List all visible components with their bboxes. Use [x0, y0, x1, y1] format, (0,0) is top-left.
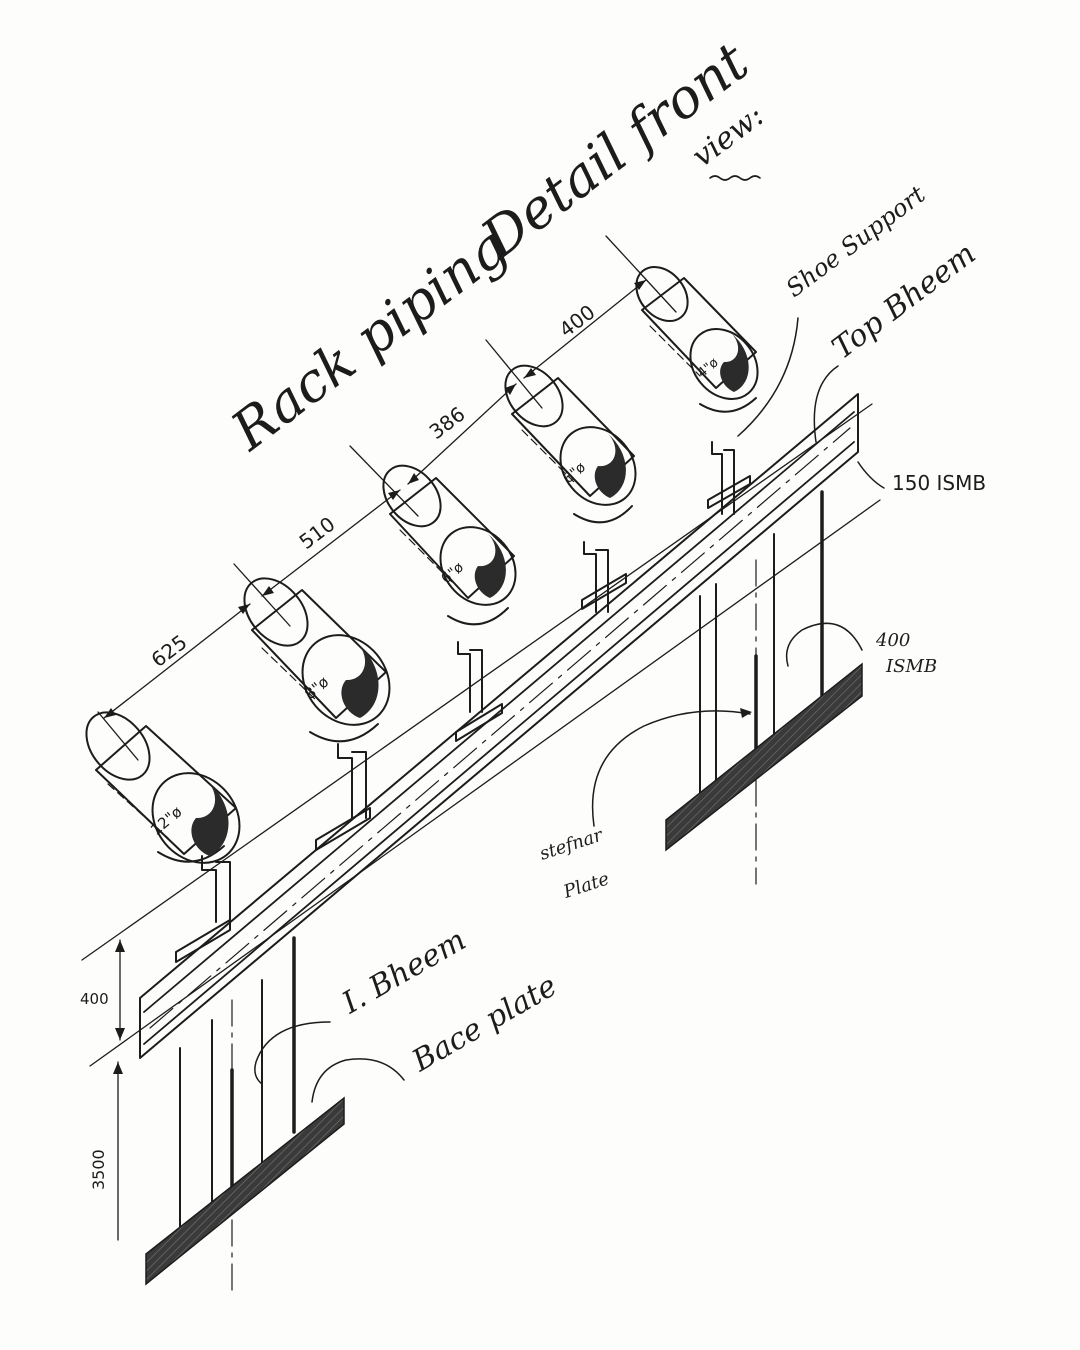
column-back: [665, 490, 863, 885]
top-beam-section-label: 150 ISMB: [892, 471, 986, 495]
top-beam: [81, 393, 881, 1067]
vertical-dimensions: 400 3500: [80, 939, 125, 1241]
shoe-support: [457, 641, 483, 713]
pipe-6-inch-b: 6"ø: [504, 364, 637, 613]
spacing-label: 625: [147, 630, 192, 672]
dimension-line: [407, 383, 517, 485]
leader-line: [813, 365, 839, 443]
leader-line: [737, 317, 799, 437]
pipe-group: 12"ø 8"ø 6"ø: [85, 266, 759, 963]
column-section-label-2: ISMB: [885, 656, 937, 677]
pipe-saddle: [309, 723, 379, 743]
pipe-6-inch-a: 6"ø: [382, 464, 517, 742]
top-beam-body: [139, 393, 859, 1059]
column-section-label-1: 400: [875, 630, 910, 651]
beam-depth-label: 400: [80, 990, 109, 1008]
reference-line: [89, 499, 881, 1067]
base-plate-label: Bace plate: [406, 968, 563, 1079]
pipe-end: [504, 364, 564, 428]
pipe-12-inch: 12"ø: [85, 711, 241, 963]
shoe-base: [455, 703, 503, 742]
shoe-base: [315, 807, 371, 851]
spacing-label: 386: [425, 402, 470, 444]
pipe-hidden-line: [649, 325, 701, 377]
dimension-line: [261, 489, 401, 597]
pipe-4-inch: 4"ø: [635, 266, 759, 515]
stiffener-label-2: Plate: [560, 868, 612, 903]
pipe-body: [511, 377, 635, 497]
shoe-base: [707, 475, 751, 509]
extension-line: [97, 711, 139, 761]
pipe-size-label: 8"ø: [301, 673, 332, 703]
pipe-size-label: 4"ø: [695, 355, 722, 381]
pipe-section-shading: [191, 782, 229, 856]
pipe-saddle: [573, 505, 633, 524]
spacing-label: 400: [555, 300, 600, 342]
dimension-line: [523, 279, 647, 379]
pipe-size-label: 6"ø: [560, 459, 589, 487]
title-underline: [709, 175, 761, 181]
title: Rack piping Detail front view:: [219, 30, 771, 463]
pipe-end: [382, 464, 442, 528]
i-beam-label: I. Bheem: [336, 922, 472, 1021]
pipe-end: [635, 266, 689, 322]
leader-line: [857, 461, 885, 489]
pipe-end: [243, 577, 309, 647]
arrow-icon: [115, 940, 125, 1040]
pipe-section: [559, 426, 637, 506]
top-beam-centerline: [149, 427, 851, 1029]
pipe-hidden-line: [107, 783, 169, 839]
shoe-base: [581, 573, 627, 610]
leader-line: [311, 1058, 405, 1103]
pipe-8-inch: 8"ø: [243, 577, 391, 851]
pipe-section-shading: [341, 644, 379, 718]
pipe-section-shading: [720, 334, 749, 392]
pipe-size-label: 6"ø: [438, 559, 467, 587]
leader-line: [254, 1021, 331, 1085]
base-plate-back: [665, 662, 863, 852]
pipe-section: [151, 772, 241, 864]
top-beam-flange-line: [143, 441, 855, 1045]
pipe-section-shading: [474, 534, 506, 598]
pipe-saddle: [447, 607, 509, 626]
stiffener-label-1: stefnar: [537, 824, 606, 864]
pipe-section: [689, 328, 759, 400]
column-height-label: 3500: [89, 1149, 108, 1190]
base-plate-front: [145, 1096, 345, 1286]
shoe-support: [583, 541, 609, 613]
pipe-section-shading: [594, 434, 626, 498]
top-beam-flange-line: [143, 411, 855, 1013]
shoe-base: [175, 919, 231, 963]
column-front: [145, 936, 345, 1291]
reference-line: [81, 403, 873, 961]
leader-line: [785, 622, 863, 667]
arrow-icon: [740, 708, 752, 718]
leader-line: [591, 710, 751, 827]
pipe-hidden-line: [261, 647, 319, 703]
pipe-section: [301, 634, 391, 726]
extension-line: [233, 563, 291, 627]
pipe-end: [85, 711, 151, 781]
dimension-line: [103, 603, 251, 719]
pipe-saddle: [699, 397, 757, 413]
title-line-1: Rack piping: [219, 215, 519, 463]
shoe-support: [337, 743, 367, 819]
pipe-section: [439, 526, 517, 606]
spacing-label: 510: [295, 512, 340, 554]
arrow-icon: [113, 1062, 123, 1074]
